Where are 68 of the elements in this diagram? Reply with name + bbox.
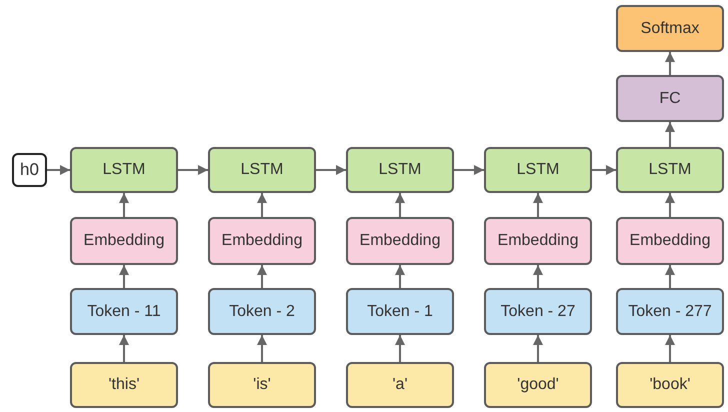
node-label: 'good' (517, 376, 559, 394)
node-label: LSTM (378, 161, 422, 179)
arrow (257, 265, 267, 288)
node-label: Token - 27 (500, 302, 576, 320)
lstm-box (484, 147, 592, 193)
node-label: 'is' (253, 376, 271, 394)
arrow (395, 335, 405, 362)
word-box (208, 362, 316, 408)
arrow (665, 265, 675, 288)
arrow (665, 193, 675, 217)
node-label: Token - 1 (367, 302, 433, 320)
softmax-box (616, 5, 724, 52)
arrow (257, 335, 267, 362)
arrow (592, 165, 616, 175)
embedding-box (70, 217, 178, 265)
node-label: Embedding (630, 232, 710, 250)
arrow (665, 335, 675, 362)
fc-box (616, 75, 724, 122)
node-label: LSTM (648, 161, 692, 179)
lstm-box (346, 147, 454, 193)
node-label: 'this' (108, 376, 140, 394)
embedding-box (208, 217, 316, 265)
node-label: Token - 11 (87, 302, 161, 320)
node-label: Token - 277 (628, 302, 712, 320)
arrow (533, 265, 543, 288)
arrow (395, 193, 405, 217)
node-label: 'book' (650, 376, 690, 394)
arrow (178, 165, 208, 175)
lstm-box (616, 147, 724, 193)
arrow (454, 165, 484, 175)
hidden-state-box (12, 153, 47, 187)
token-box (70, 288, 178, 335)
word-box (616, 362, 724, 408)
arrow (257, 193, 267, 217)
token-box (616, 288, 724, 335)
arrow (533, 193, 543, 217)
word-box (346, 362, 454, 408)
arrow (119, 193, 129, 217)
node-label: LSTM (102, 161, 146, 179)
embedding-box (484, 217, 592, 265)
node-label: LSTM (516, 161, 560, 179)
token-box (484, 288, 592, 335)
node-label: Token - 2 (229, 302, 295, 320)
arrow (665, 122, 675, 147)
arrow (533, 335, 543, 362)
node-label: Embedding (360, 232, 440, 250)
node-label: Embedding (222, 232, 302, 250)
arrow (119, 335, 129, 362)
node-label: Embedding (84, 232, 164, 250)
lstm-box (70, 147, 178, 193)
node-label: LSTM (240, 161, 284, 179)
token-box (208, 288, 316, 335)
node-label: FC (659, 90, 681, 108)
node-label: Softmax (640, 20, 700, 38)
embedding-box (616, 217, 724, 265)
arrow (395, 265, 405, 288)
arrow (316, 165, 346, 175)
word-box (484, 362, 592, 408)
token-box (346, 288, 454, 335)
arrow (47, 165, 70, 175)
arrow (119, 265, 129, 288)
embedding-box (346, 217, 454, 265)
word-box (70, 362, 178, 408)
node-label: Embedding (498, 232, 578, 250)
node-label: 'a' (392, 376, 408, 394)
lstm-box (208, 147, 316, 193)
arrow (665, 52, 675, 75)
node-label: h0 (20, 160, 39, 180)
